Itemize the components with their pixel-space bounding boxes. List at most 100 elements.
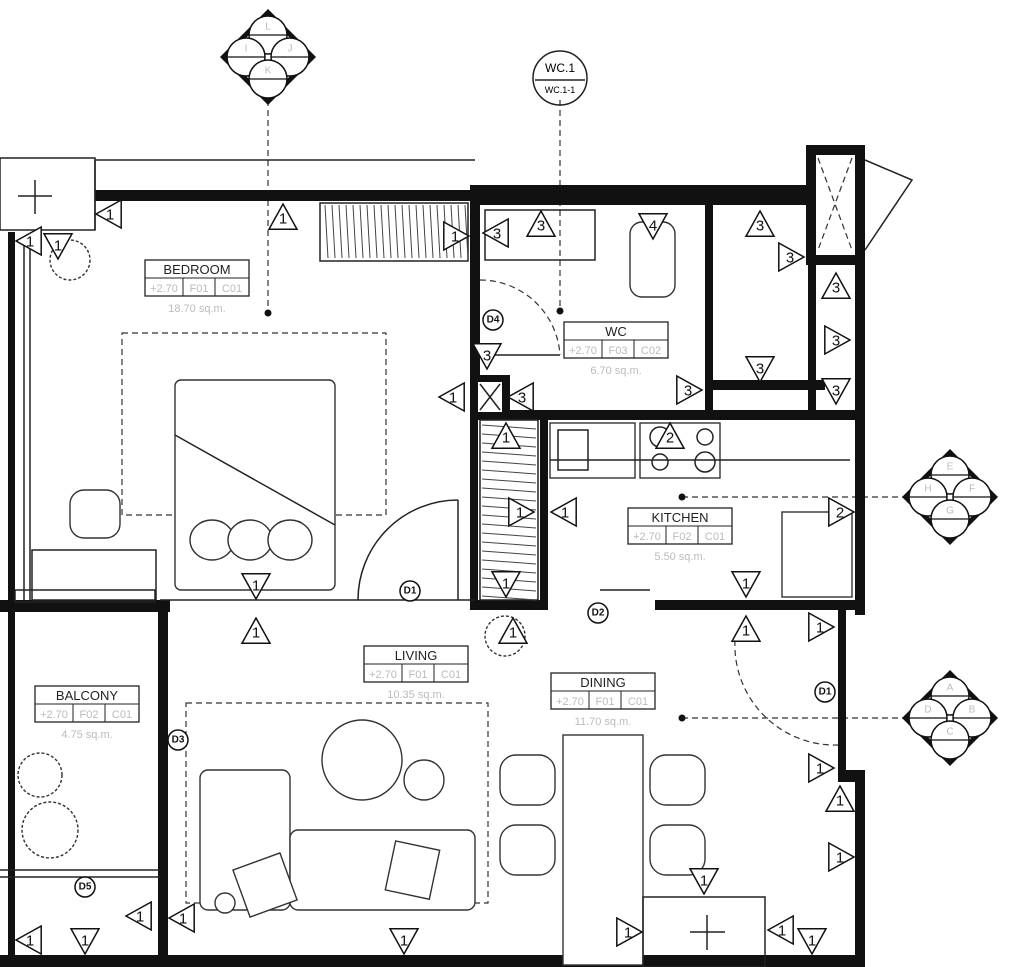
wall-tag: 1 [490,421,522,449]
wall-tag: 3 [744,356,776,384]
svg-text:1: 1 [516,505,524,522]
wall-tag: 1 [508,496,536,528]
svg-text:1: 1 [502,430,510,447]
svg-text:1: 1 [179,911,187,928]
svg-text:10.35 sq.m.: 10.35 sq.m. [387,689,444,701]
svg-text:1: 1 [279,211,287,228]
door-tag-d1: D1 [814,681,836,703]
chair [69,489,121,539]
svg-text:1: 1 [816,761,824,778]
svg-text:C: C [946,727,953,738]
room-name: DINING [580,675,626,690]
svg-text:+2.70: +2.70 [150,283,178,295]
svg-text:1: 1 [252,578,260,595]
wall-tag: 1 [42,233,74,261]
desk [31,549,157,601]
sofa [289,829,476,911]
wall-tag: 3 [525,209,557,237]
svg-text:1: 1 [106,207,114,224]
fridge [781,511,853,598]
svg-text:1: 1 [449,390,457,407]
svg-text:F01: F01 [409,669,428,681]
svg-text:C01: C01 [628,696,648,708]
svg-text:1: 1 [742,576,750,593]
svg-text:1: 1 [26,234,34,251]
room-name: WC [605,324,627,339]
wall-tag: 3 [820,378,852,406]
wall-tag: 1 [730,614,762,642]
svg-text:1: 1 [252,625,260,642]
rug-bedroom [121,332,387,516]
bathtub [484,209,596,261]
door-tag-d3: D3 [167,729,189,751]
svg-text:1: 1 [561,505,569,522]
stove [639,422,721,479]
svg-text:I: I [245,44,248,55]
wall-tag: 1 [388,928,420,956]
svg-text:3: 3 [832,383,840,400]
wall-tag: 1 [240,616,272,644]
svg-text:1: 1 [808,933,816,950]
top-left-box [0,157,96,231]
svg-text:3: 3 [786,250,794,267]
svg-text:3: 3 [684,383,692,400]
svg-text:+2.70: +2.70 [633,531,661,543]
svg-text:F02: F02 [673,531,692,543]
svg-text:1: 1 [136,909,144,926]
svg-text:1: 1 [778,923,786,940]
svg-text:18.70 sq.m.: 18.70 sq.m. [168,303,225,315]
sink [549,422,636,479]
svg-text:4.75 sq.m.: 4.75 sq.m. [61,729,112,741]
svg-text:2: 2 [666,430,674,447]
door-tag-d4: D4 [482,309,504,331]
svg-text:1: 1 [624,925,632,942]
door-tag-d2: D2 [587,602,609,624]
wall-tag: 1 [94,198,122,230]
svg-text:1: 1 [26,933,34,950]
svg-text:K: K [265,66,272,77]
wall-tag: 1 [167,902,195,934]
svg-text:F01: F01 [596,696,615,708]
wall-tag: 1 [616,916,644,948]
svg-text:6.70 sq.m.: 6.70 sq.m. [590,365,641,377]
walls [0,145,914,967]
svg-text:D1: D1 [404,586,417,597]
wall-tag: 3 [506,381,534,413]
wall-tag: 1 [808,611,836,643]
svg-text:G: G [946,506,954,517]
lamp [214,892,236,914]
svg-text:L: L [265,22,271,33]
wall-tag: 3 [744,209,776,237]
wall-tag: 3 [481,217,509,249]
room-name: LIVING [395,648,438,663]
door-tag-d1: D1 [399,580,421,602]
svg-text:F03: F03 [609,345,628,357]
svg-text:2: 2 [836,505,844,522]
svg-text:+2.70: +2.70 [40,709,68,721]
room-name: BALCONY [56,688,118,703]
svg-text:E: E [947,462,954,473]
svg-text:+2.70: +2.70 [569,345,597,357]
coffee-table [321,719,403,801]
svg-text:5.50 sq.m.: 5.50 sq.m. [654,551,705,563]
wall-tag: 3 [471,343,503,371]
svg-text:B: B [969,705,976,716]
svg-text:C01: C01 [441,669,461,681]
svg-text:C01: C01 [222,283,242,295]
svg-text:3: 3 [483,348,491,365]
wall-tag: 1 [240,573,272,601]
svg-text:H: H [924,484,931,495]
svg-text:F01: F01 [190,283,209,295]
furniture [14,209,853,967]
wall-tag: 2 [828,496,856,528]
svg-text:3: 3 [537,218,545,235]
svg-text:4: 4 [649,218,657,235]
